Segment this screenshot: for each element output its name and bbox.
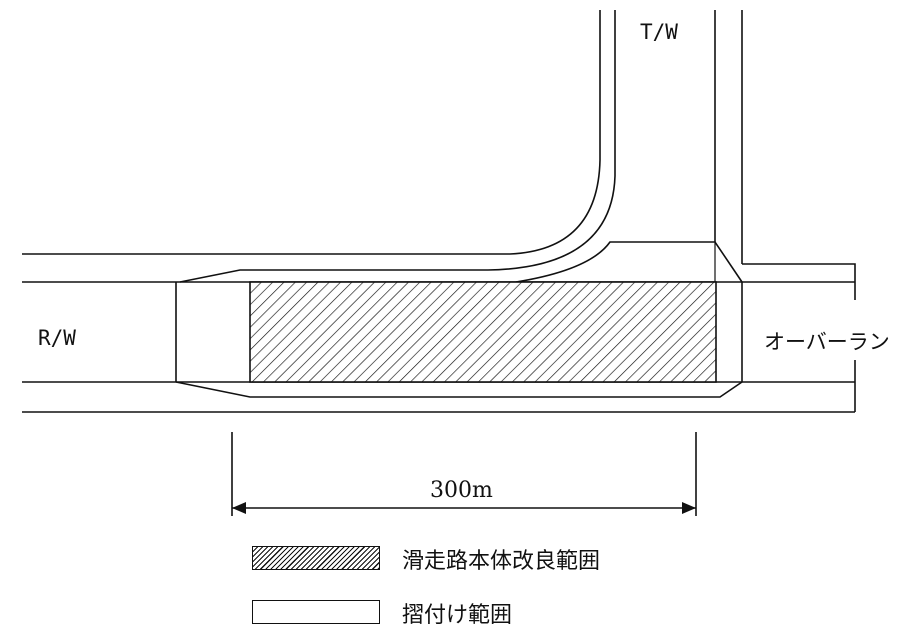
- taxiway-label: T/W: [640, 20, 678, 44]
- legend-blank-swatch: [252, 600, 380, 624]
- taxiway-outer-edge-line: [22, 10, 601, 255]
- runway-improvement-area: [249, 281, 717, 383]
- legend-item-label: 摺付け範囲: [402, 603, 513, 628]
- legend-item-label: 滑走路本体改良範囲: [402, 549, 601, 574]
- left-bottom-taper: [175, 381, 743, 398]
- taxiway-fillet-transition: [515, 241, 743, 283]
- runway-label: R/W: [38, 326, 76, 350]
- taxiway-inner-edge-line: [179, 10, 616, 283]
- dimension-right-arrow: [682, 502, 696, 514]
- overrun-shoulder-outline: [742, 263, 856, 300]
- dimension-left-arrow: [232, 502, 246, 514]
- distance-label: 300m: [430, 478, 493, 503]
- overrun-label: オーバーラン: [764, 330, 890, 354]
- legend-hatched-swatch: [252, 546, 380, 570]
